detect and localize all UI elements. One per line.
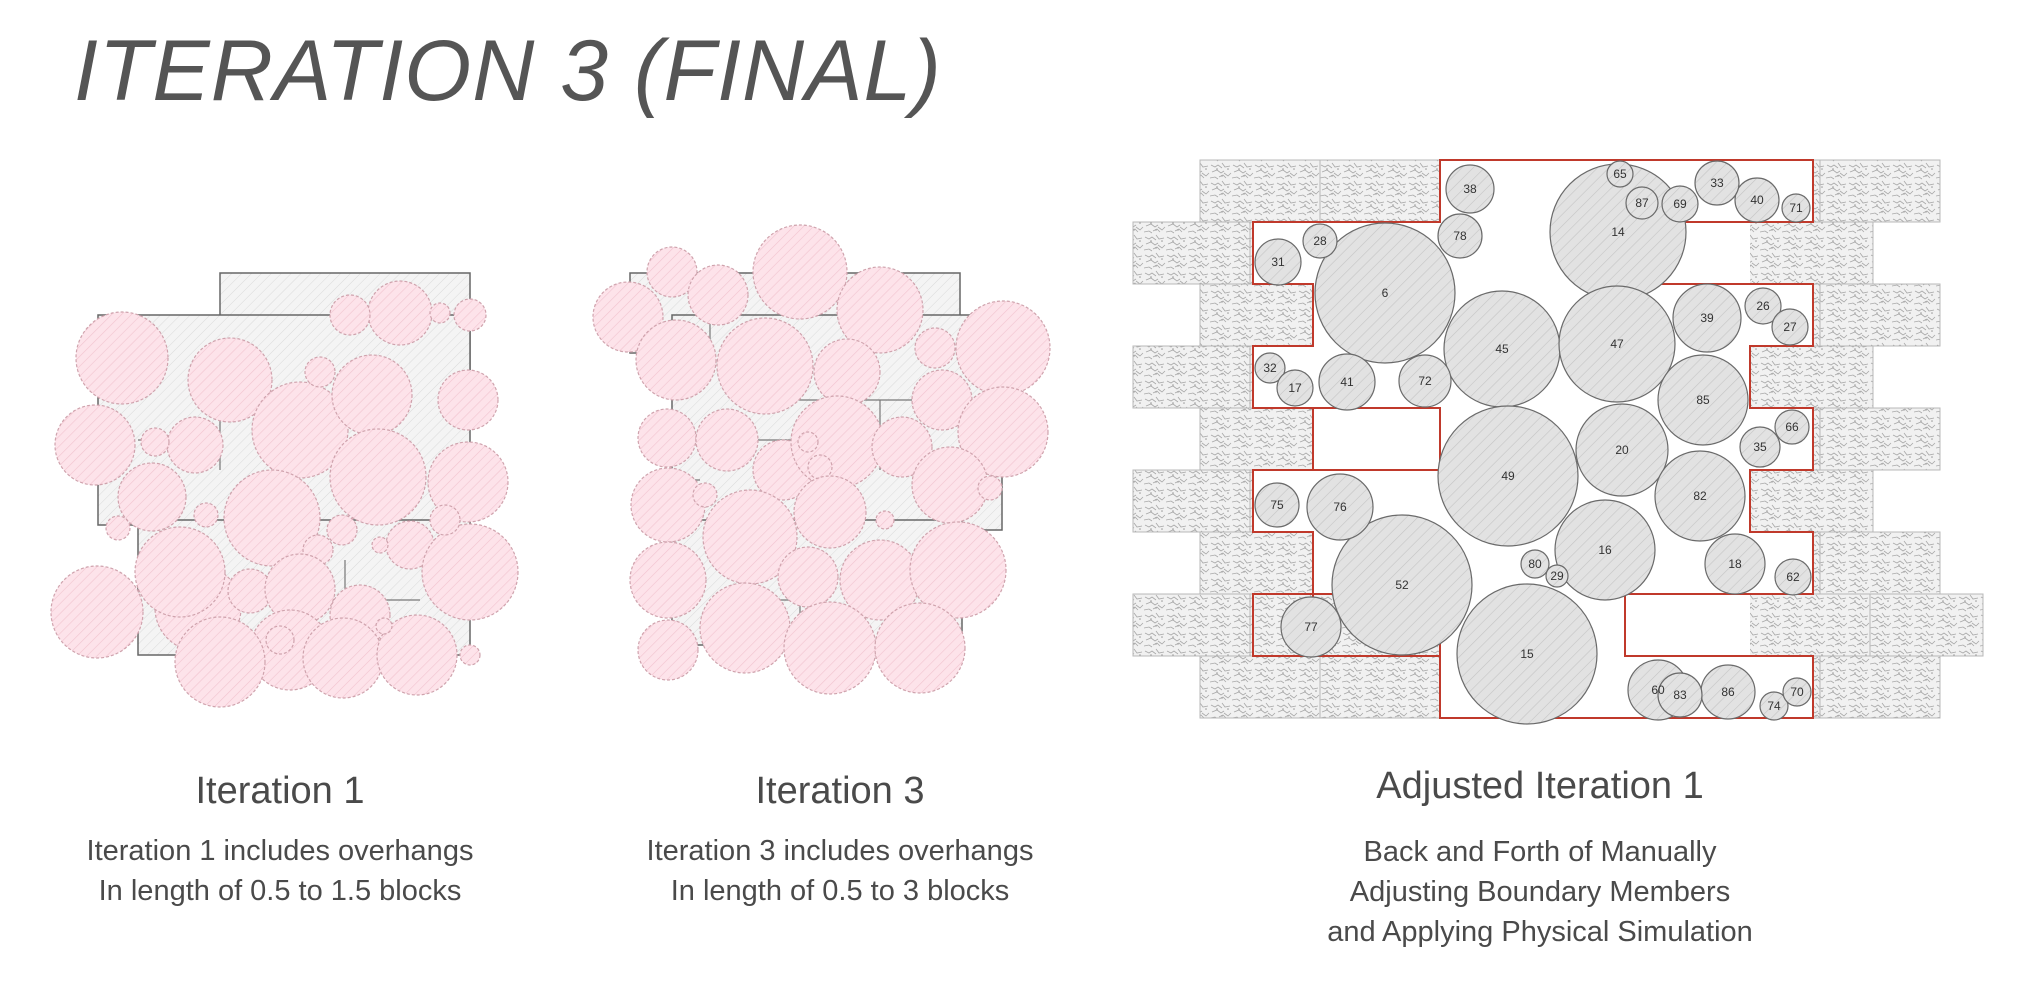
circle-number-label: 14 bbox=[1611, 225, 1625, 239]
circle-number-label: 80 bbox=[1528, 557, 1542, 571]
circle-number-label: 75 bbox=[1270, 498, 1284, 512]
circle-number-label: 82 bbox=[1693, 489, 1707, 503]
circle-number-label: 74 bbox=[1767, 699, 1781, 713]
circle-number-label: 72 bbox=[1418, 374, 1432, 388]
circle-number-label: 29 bbox=[1550, 569, 1564, 583]
caption-line: Adjusting Boundary Members bbox=[1349, 876, 1731, 908]
circle-number-label: 20 bbox=[1615, 443, 1629, 457]
circle-number-label: 83 bbox=[1673, 688, 1687, 702]
circle-number-label: 18 bbox=[1728, 557, 1742, 571]
circle-number-label: 40 bbox=[1750, 193, 1764, 207]
page-title: ITERATION 3 (FINAL) bbox=[74, 23, 942, 119]
circle-number-label: 76 bbox=[1333, 500, 1347, 514]
grey-circles bbox=[1254, 160, 1812, 725]
circle-number-label: 49 bbox=[1501, 469, 1515, 483]
caption-title: Iteration 1 bbox=[195, 770, 365, 812]
circle-number-label: 62 bbox=[1786, 570, 1800, 584]
circle-number-label: 52 bbox=[1395, 578, 1409, 592]
circle-number-label: 6 bbox=[1382, 286, 1389, 300]
caption-line: In length of 0.5 to 3 blocks bbox=[670, 875, 1010, 907]
circle-number-label: 70 bbox=[1790, 685, 1804, 699]
circle-number-label: 33 bbox=[1710, 176, 1724, 190]
caption-line: Iteration 1 includes overhangs bbox=[86, 835, 474, 867]
circle-number-label: 28 bbox=[1313, 234, 1327, 248]
circle-number-label: 65 bbox=[1613, 167, 1627, 181]
circle-number-label: 17 bbox=[1288, 381, 1302, 395]
caption-title: Adjusted Iteration 1 bbox=[1376, 765, 1704, 807]
caption-adjusted-iteration-1: Adjusted Iteration 1 Back and Forth of M… bbox=[1290, 765, 1790, 952]
caption-line: Back and Forth of Manually bbox=[1363, 836, 1717, 868]
circle-number-label: 78 bbox=[1453, 229, 1467, 243]
caption-iteration-3: Iteration 3 Iteration 3 includes overhan… bbox=[590, 770, 1090, 911]
circle-number-label: 77 bbox=[1304, 620, 1318, 634]
circle-number-label: 60 bbox=[1651, 683, 1665, 697]
circle-number-label: 66 bbox=[1785, 420, 1799, 434]
circle-number-label: 69 bbox=[1673, 197, 1687, 211]
circle-number-label: 87 bbox=[1635, 196, 1649, 210]
caption-line: In length of 0.5 to 1.5 blocks bbox=[98, 875, 462, 907]
iteration-1-diagram bbox=[50, 272, 519, 708]
circle-number-label: 16 bbox=[1598, 543, 1612, 557]
circle-number-label: 15 bbox=[1520, 647, 1534, 661]
caption-iteration-1: Iteration 1 Iteration 1 includes overhan… bbox=[30, 770, 530, 911]
circle-number-label: 39 bbox=[1700, 311, 1714, 325]
caption-line: Iteration 3 includes overhangs bbox=[646, 835, 1034, 867]
circle-number-label: 26 bbox=[1756, 299, 1770, 313]
circle-number-label: 45 bbox=[1495, 342, 1509, 356]
circle-number-label: 38 bbox=[1463, 182, 1477, 196]
iteration-3-diagram bbox=[592, 224, 1051, 695]
circle-number-label: 41 bbox=[1340, 375, 1354, 389]
circle-number-label: 85 bbox=[1696, 393, 1710, 407]
circle-number-label: 31 bbox=[1271, 255, 1285, 269]
circle-number-label: 32 bbox=[1263, 361, 1277, 375]
circle-number-label: 35 bbox=[1753, 440, 1767, 454]
circle-number-label: 86 bbox=[1721, 685, 1735, 699]
circle-number-label: 71 bbox=[1789, 201, 1803, 215]
circle-number-label: 47 bbox=[1610, 337, 1624, 351]
circle-number-label: 27 bbox=[1783, 320, 1797, 334]
caption-line: and Applying Physical Simulation bbox=[1327, 916, 1753, 948]
caption-title: Iteration 3 bbox=[755, 770, 925, 812]
